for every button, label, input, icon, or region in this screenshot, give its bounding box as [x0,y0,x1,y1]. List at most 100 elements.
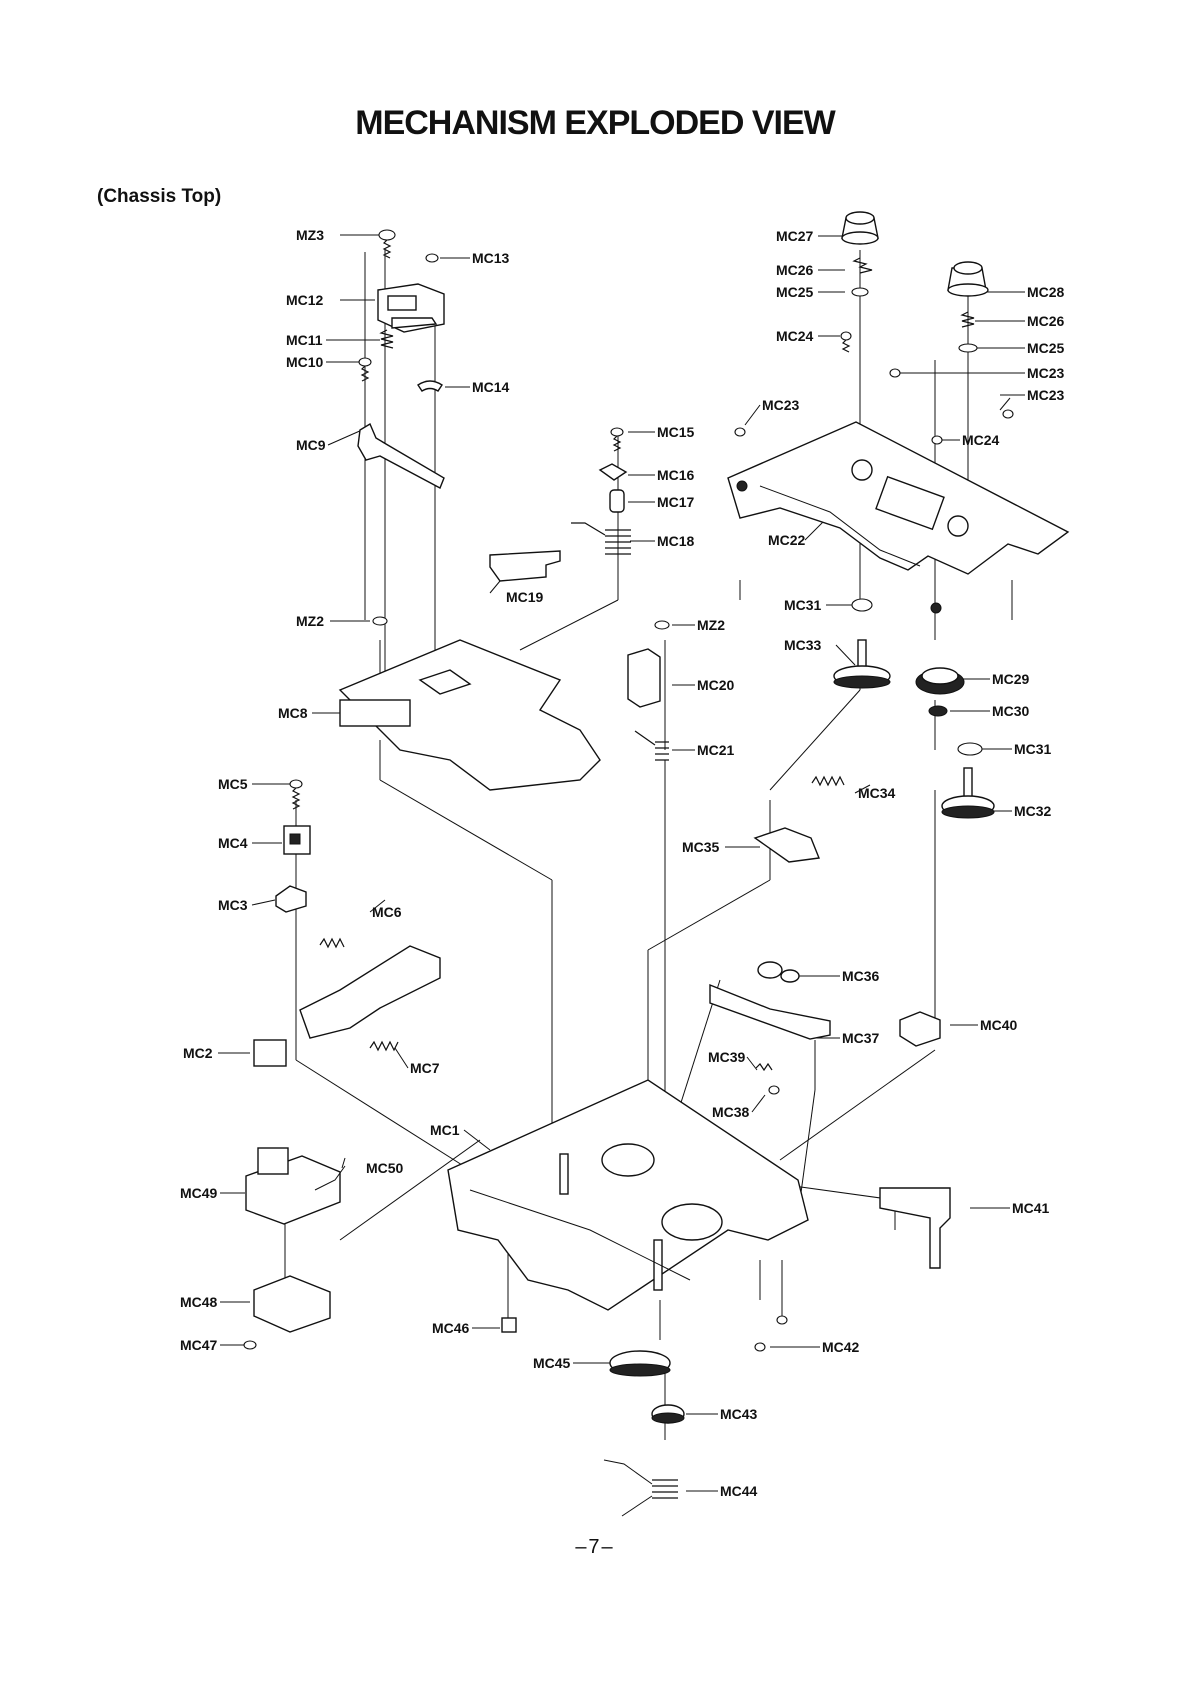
label-mc28: MC28 [1027,284,1065,300]
mc43-gear-icon [651,1404,685,1424]
mc23-right-screw-icon [1002,409,1014,419]
page-title: MECHANISM EXPLODED VIEW [355,104,835,142]
label-mc33: MC33 [784,637,822,653]
label-mc23-a: MC23 [1027,365,1065,381]
label-mc30: MC30 [992,703,1030,719]
label-mc32: MC32 [1014,803,1052,819]
label-mc40: MC40 [980,1017,1018,1033]
label-mc23-c: MC23 [762,397,800,413]
label-mc19: MC19 [506,589,544,605]
label-mc11: MC11 [286,332,323,348]
label-mc25-right: MC25 [1027,340,1065,356]
label-mc21: MC21 [697,742,735,758]
mc18-spring-icon [571,522,631,555]
label-mc29: MC29 [992,671,1030,687]
mc27-knob-icon [841,211,879,245]
label-mc9: MC9 [296,437,326,453]
label-mc23-b: MC23 [1027,387,1065,403]
label-mc48: MC48 [180,1294,218,1310]
mc24-screw-icon [840,331,852,353]
mc38-screw-icon [768,1085,780,1095]
mc31-lower-washer-icon [957,742,983,756]
mc4-block-icon [283,825,311,855]
label-mc47: MC47 [180,1337,218,1353]
label-mz2-left: MZ2 [296,613,324,629]
mc12-bracket-icon [377,283,445,333]
mc19-bracket-icon [489,550,561,582]
mz2-washer-icon [372,616,388,626]
label-mc49: MC49 [180,1185,218,1201]
label-mc31-lower: MC31 [1014,741,1052,757]
mc13-screw-icon [425,253,439,263]
section-subtitle: (Chassis Top) [97,186,222,207]
label-mc5: MC5 [218,776,248,792]
label-mc50: MC50 [366,1160,404,1176]
mc42-screw-icon [754,1342,766,1352]
label-mc26-upper: MC26 [776,262,814,278]
label-mc25-upper: MC25 [776,284,814,300]
mc21-spring-icon [634,730,669,761]
mc26-spring-icon [852,257,873,274]
label-mc13: MC13 [472,250,510,266]
label-mc24-right: MC24 [962,432,1000,448]
label-mc1: MC1 [430,1122,460,1138]
mc31-washer-icon [851,598,873,612]
mc3-slider-icon [275,885,307,913]
label-mc7: MC7 [410,1060,440,1076]
mc25-right-washer-icon [958,343,978,353]
label-mz3: MZ3 [296,227,324,243]
mc39-spring-icon [755,1062,773,1072]
label-mc31-upper: MC31 [784,597,822,613]
mc24-right-screw-icon [931,435,943,445]
mc47-screw-icon [243,1340,257,1350]
label-mc2: MC2 [183,1045,213,1061]
mc41-bracket-icon [879,1187,951,1269]
label-mc18: MC18 [657,533,695,549]
mc37-lever-icon [709,983,831,1040]
label-mc15: MC15 [657,424,695,440]
label-mc14: MC14 [472,379,510,395]
mc35-lever-icon [753,827,820,863]
label-mc12: MC12 [286,292,324,308]
mc8-slide-plate-icon [338,639,601,791]
label-mc44: MC44 [720,1483,758,1499]
mc10-screw-icon [358,357,372,382]
mc40-lever-icon [899,1011,941,1047]
leader-lines [218,234,1025,1492]
mc42-screw-b-icon [776,1315,788,1325]
label-mc42: MC42 [822,1339,860,1355]
part-drawings [243,211,1070,1517]
part-labels: MZ3 MC13 MC12 MC11 MC10 MC14 MC9 MC15 MC… [180,227,1065,1499]
label-mc26-right: MC26 [1027,313,1065,329]
mc50-wire-icon [314,1165,346,1191]
label-mc43: MC43 [720,1406,758,1422]
mc16-washer-icon [598,463,628,481]
label-mc22: MC22 [768,532,806,548]
mc6-spring-icon [319,937,345,949]
label-mz2-center: MZ2 [697,617,725,633]
label-mc39: MC39 [708,1049,746,1065]
label-mc16: MC16 [657,467,695,483]
mc26-right-spring-icon [960,311,975,328]
label-mc4: MC4 [218,835,248,851]
mc20-bracket-icon [627,648,661,708]
label-mc8: MC8 [278,705,308,721]
mc33-gear-icon [833,639,891,689]
mc29-gear-icon [915,667,965,695]
mc25-washer-icon [851,287,869,297]
label-mc24-upper: MC24 [776,328,814,344]
mc23-left-screw-icon [734,427,746,437]
label-mc37: MC37 [842,1030,880,1046]
mc17-collar-icon [609,489,625,513]
label-mc27: MC27 [776,228,814,244]
label-mc20: MC20 [697,677,735,693]
mc7-spring-icon [369,1040,399,1052]
label-mc17: MC17 [657,494,695,510]
label-mc36: MC36 [842,968,880,984]
mc48-holder-icon [253,1275,331,1333]
mc45-gear-icon [609,1350,671,1377]
mc44-coil-icon [603,1459,678,1517]
label-mc38: MC38 [712,1104,750,1120]
mz3-screw-icon [378,229,396,259]
